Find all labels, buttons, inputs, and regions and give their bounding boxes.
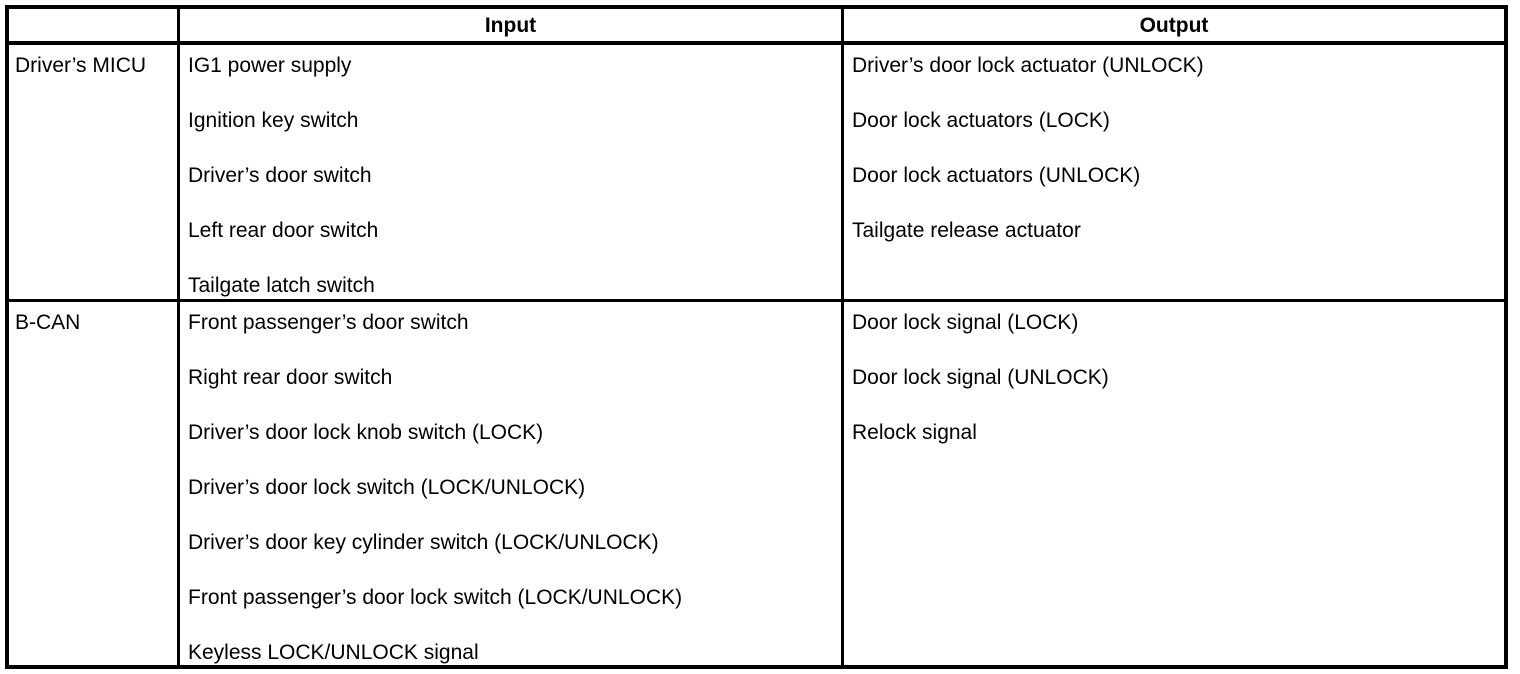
row-label-cell-micu: Driver’s MICU bbox=[9, 45, 177, 299]
list-item: Door lock actuators (UNLOCK) bbox=[852, 164, 1141, 187]
list-item: Door lock signal (UNLOCK) bbox=[852, 366, 1109, 389]
list-item: Front passenger’s door lock switch (LOCK… bbox=[188, 586, 683, 609]
table-row: Driver’s MICU IG1 power supply Ignition … bbox=[9, 45, 1504, 302]
list-item: Front passenger’s door switch bbox=[188, 311, 469, 334]
list-item: Door lock signal (LOCK) bbox=[852, 311, 1079, 334]
input-cell-bcan: Front passenger’s door switch Right rear… bbox=[177, 302, 841, 666]
header-cell-output: Output bbox=[841, 9, 1504, 45]
group-label: B-CAN bbox=[15, 311, 81, 334]
input-item-list: Front passenger’s door switch Right rear… bbox=[188, 309, 841, 666]
list-item: Driver’s door lock switch (LOCK/UNLOCK) bbox=[188, 476, 586, 499]
group-label: Driver’s MICU bbox=[15, 54, 147, 77]
list-item: Driver’s door key cylinder switch (LOCK/… bbox=[188, 531, 659, 554]
list-item: Door lock actuators (LOCK) bbox=[852, 109, 1110, 132]
list-item: Relock signal bbox=[852, 421, 977, 444]
input-item-list: IG1 power supply Ignition key switch Dri… bbox=[188, 52, 841, 299]
header-cell-input: Input bbox=[177, 9, 841, 45]
list-item: Ignition key switch bbox=[188, 109, 359, 132]
list-item: Tailgate release actuator bbox=[852, 219, 1081, 242]
input-output-table: Input Output Driver’s MICU IG1 power sup… bbox=[5, 5, 1508, 669]
output-item-list: Door lock signal (LOCK) Door lock signal… bbox=[852, 309, 1504, 474]
output-cell-micu: Driver’s door lock actuator (UNLOCK) Doo… bbox=[841, 45, 1504, 299]
list-item: Driver’s door switch bbox=[188, 164, 372, 187]
list-item: Right rear door switch bbox=[188, 366, 393, 389]
table-header-row: Input Output bbox=[9, 9, 1504, 45]
list-item: Driver’s door lock actuator (UNLOCK) bbox=[852, 54, 1204, 77]
list-item: Driver’s door lock knob switch (LOCK) bbox=[188, 421, 544, 444]
table-row: B-CAN Front passenger’s door switch Righ… bbox=[9, 302, 1504, 666]
list-item: Tailgate latch switch bbox=[188, 274, 375, 297]
row-label-cell-bcan: B-CAN bbox=[9, 302, 177, 666]
header-cell-corner bbox=[9, 9, 177, 45]
list-item: Keyless LOCK/UNLOCK signal bbox=[188, 641, 479, 664]
output-cell-bcan: Door lock signal (LOCK) Door lock signal… bbox=[841, 302, 1504, 666]
input-cell-micu: IG1 power supply Ignition key switch Dri… bbox=[177, 45, 841, 299]
list-item: IG1 power supply bbox=[188, 54, 352, 77]
table-body: Driver’s MICU IG1 power supply Ignition … bbox=[9, 45, 1504, 666]
output-item-list: Driver’s door lock actuator (UNLOCK) Doo… bbox=[852, 52, 1504, 272]
list-item: Left rear door switch bbox=[188, 219, 379, 242]
